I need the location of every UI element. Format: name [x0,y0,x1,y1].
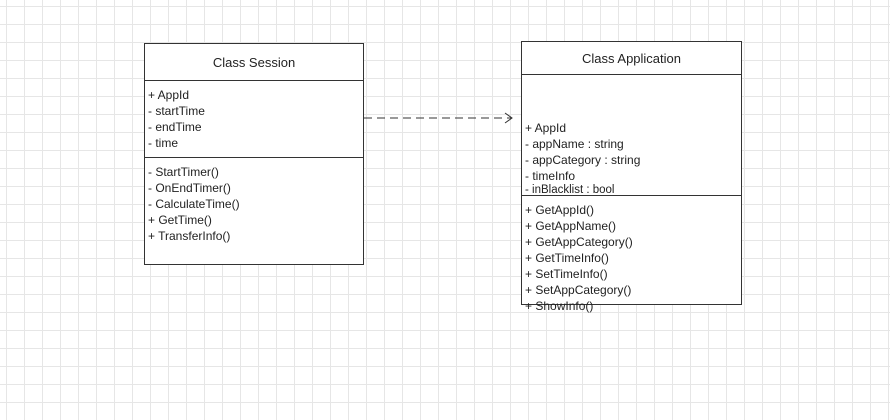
arrowhead-icon [504,112,513,124]
application-method: + GetAppId() [525,203,595,217]
application-attribute: - appCategory : string [525,153,641,167]
session-method: + TransferInfo() [148,229,231,243]
class-application-methods: + GetAppId() + GetAppName() + GetAppCate… [522,196,741,318]
class-session-box[interactable]: Class Session + AppId - startTime - endT… [144,43,364,265]
class-session-title: Class Session [145,44,363,81]
session-attribute: + AppId [148,88,190,102]
application-attribute: - appName : string [525,137,624,151]
session-attribute: - time [148,136,178,150]
class-session-attributes: + AppId - startTime - endTime - time [145,81,363,158]
application-attribute: - inBlacklist : bool [525,184,615,196]
session-attribute: - startTime [148,104,205,118]
application-method: + SetAppCategory() [525,283,632,297]
application-attribute: - timeInfo [525,169,576,183]
session-method: + GetTime() [148,213,212,227]
session-method: - StartTimer() [148,165,219,179]
application-method: + GetAppName() [525,219,617,233]
application-attribute: + AppId [525,121,567,135]
session-method: - OnEndTimer() [148,181,231,195]
class-session-methods: - StartTimer() - OnEndTimer() - Calculat… [145,158,363,248]
application-method: + ShowInfo() [525,299,594,313]
class-application-attributes: + AppId - appName : string - appCategory… [522,75,741,196]
session-method: - CalculateTime() [148,197,240,211]
class-application-title: Class Application [522,42,741,75]
session-attribute: - endTime [148,120,202,134]
class-application-box[interactable]: Class Application + AppId - appName : st… [521,41,742,313]
application-method: + GetTimeInfo() [525,251,609,265]
application-method: + GetAppCategory() [525,235,633,249]
application-method: + SetTimeInfo() [525,267,608,281]
